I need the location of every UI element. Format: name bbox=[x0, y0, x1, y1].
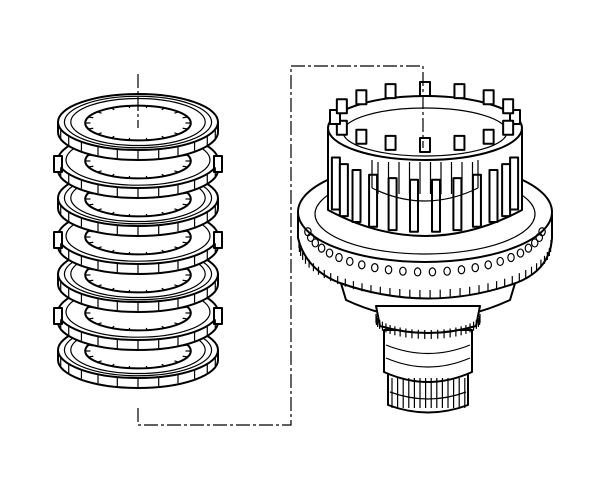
drum-cylinder bbox=[327, 81, 523, 237]
clutch-plate bbox=[53, 131, 223, 199]
output-shaft bbox=[383, 329, 473, 414]
clutch-plate-stack bbox=[53, 93, 223, 389]
assembly-leader-line bbox=[137, 65, 424, 426]
clutch-drum bbox=[297, 81, 553, 414]
